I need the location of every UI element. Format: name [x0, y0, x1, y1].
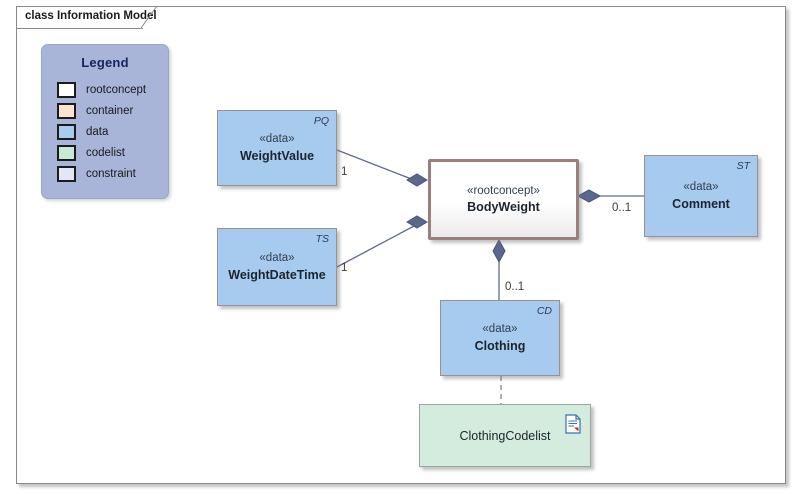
class-box-weightvalue[interactable]: PQ «data» WeightValue [217, 110, 337, 186]
stereotype-weightdatetime: «data» [259, 251, 295, 264]
class-body-comment: «data» Comment [645, 180, 757, 212]
corner-tag-st: ST [736, 160, 750, 172]
corner-tag-cd: CD [536, 305, 552, 317]
class-box-clothing[interactable]: CD «data» Clothing [440, 300, 560, 376]
class-name-weightdatetime: WeightDateTime [228, 267, 326, 282]
legend-label-container: container [86, 104, 134, 117]
class-box-weightdatetime[interactable]: TS «data» WeightDateTime [217, 228, 337, 306]
stereotype-weightvalue: «data» [259, 132, 295, 145]
class-name-comment: Comment [672, 196, 730, 211]
corner-tag-ts: TS [315, 233, 329, 245]
legend-swatch-data [57, 123, 76, 140]
stereotype-bodyweight: «rootconcept» [467, 184, 540, 197]
legend-swatch-rootconcept [57, 81, 76, 98]
legend-list: rootconcept container data codelist cons… [42, 79, 168, 184]
legend-swatch-container [57, 102, 76, 119]
class-body-weightdatetime: «data» WeightDateTime [218, 251, 336, 283]
legend-label-constraint: constraint [86, 167, 136, 180]
stereotype-clothing: «data» [482, 322, 518, 335]
legend-item-data: data [57, 121, 168, 142]
legend-panel: Legend rootconcept container data codeli… [41, 44, 169, 199]
legend-item-codelist: codelist [57, 142, 168, 163]
diagram-title-label: class Information Model [25, 10, 157, 22]
legend-item-container: container [57, 100, 168, 121]
multiplicity-clothing: 0..1 [505, 281, 525, 293]
class-name-clothing: Clothing [474, 338, 526, 353]
class-body-bodyweight: «rootconcept» BodyWeight [431, 183, 576, 215]
class-box-clothingcodelist[interactable]: ClothingCodelist [419, 404, 591, 467]
class-box-comment[interactable]: ST «data» Comment [644, 155, 758, 237]
stereotype-comment: «data» [683, 180, 719, 193]
tab-underline [17, 28, 143, 29]
diagram-title-tab[interactable]: class Information Model [16, 6, 158, 29]
class-box-bodyweight[interactable]: «rootconcept» BodyWeight [428, 159, 579, 240]
class-name-bodyweight: BodyWeight [467, 199, 540, 214]
legend-swatch-codelist [57, 144, 76, 161]
class-name-weightvalue: WeightValue [239, 148, 315, 163]
class-body-clothing: «data» Clothing [441, 322, 559, 354]
class-name-clothingcodelist: ClothingCodelist [459, 428, 551, 443]
legend-swatch-constraint [57, 165, 76, 182]
multiplicity-comment: 0..1 [612, 202, 632, 214]
class-body-weightvalue: «data» WeightValue [218, 132, 336, 164]
legend-label-rootconcept: rootconcept [86, 83, 147, 96]
document-icon [565, 414, 582, 434]
multiplicity-weightvalue: 1 [341, 166, 348, 178]
legend-item-rootconcept: rootconcept [57, 79, 168, 100]
legend-label-data: data [86, 125, 109, 138]
corner-tag-pq: PQ [313, 115, 329, 127]
legend-label-codelist: codelist [86, 146, 125, 159]
tab-diagonal-edge [141, 6, 163, 29]
legend-item-constraint: constraint [57, 163, 168, 184]
legend-title: Legend [81, 55, 129, 70]
multiplicity-weightdatetime: 1 [341, 262, 348, 274]
